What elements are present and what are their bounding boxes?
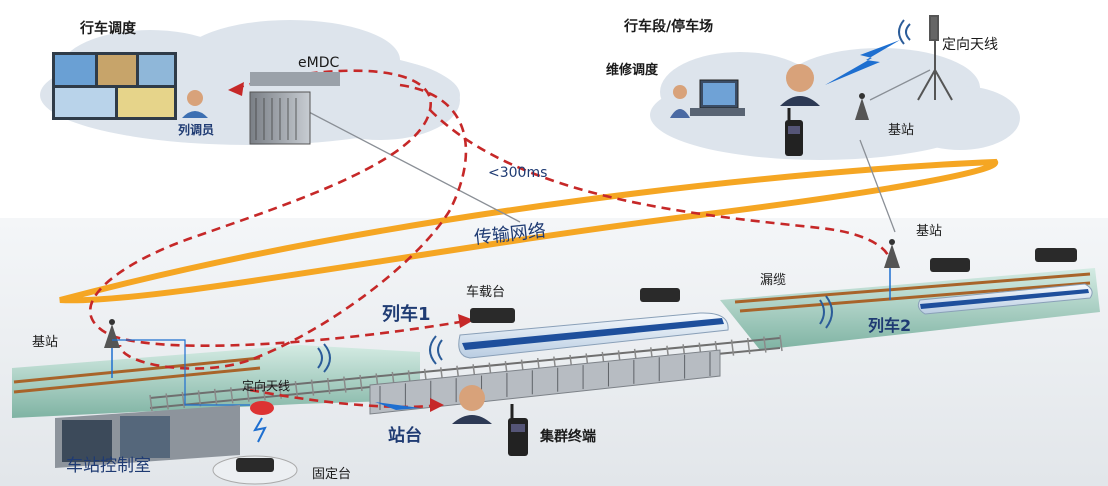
link-lines <box>304 69 931 233</box>
walkie-talkie-icon <box>508 404 528 456</box>
base-station-icon <box>855 93 869 120</box>
fixed-station-label: 固定台 <box>312 467 352 482</box>
monitor-wall-icon <box>52 52 177 120</box>
directional-antenna-top-label: 定向天线 <box>942 37 998 53</box>
walkie-talkie-icon <box>785 108 803 156</box>
call-path-arrow-left <box>228 82 244 96</box>
call-path-arrow-train <box>458 314 474 328</box>
operator-phone-icon <box>452 385 492 424</box>
train1-label: 列车1 <box>382 304 431 325</box>
emdc-label: eMDC <box>298 55 340 71</box>
vehicle-radio-icon <box>470 248 1077 323</box>
platform-canopy <box>379 352 711 410</box>
depot-label: 行车段/停车场 <box>624 19 714 35</box>
platform-icon <box>369 349 721 415</box>
dispatcher-label: 列调员 <box>178 123 215 137</box>
base-station-right-label: 基站 <box>916 224 943 239</box>
antenna-mast-icon <box>917 15 953 101</box>
trunking-terminal-label: 集群终端 <box>540 429 596 445</box>
operator-phone-icon <box>780 64 820 106</box>
directional-antenna-station-label: 定向天线 <box>242 379 291 393</box>
station-control-room-label: 车站控制室 <box>66 456 151 476</box>
maintenance-label: 维修调度 <box>606 63 659 78</box>
computer-icon <box>670 79 745 118</box>
vehicle-radio-label: 车载台 <box>466 285 506 300</box>
desk-radio-icon <box>212 455 298 485</box>
server-rack-icon <box>249 72 340 145</box>
leaky-cable-label: 漏缆 <box>760 273 787 288</box>
platform-label: 站台 <box>388 426 422 446</box>
control-room-icon <box>55 405 240 468</box>
dispatch-label: 行车调度 <box>80 21 136 37</box>
transport-network-ring <box>59 158 999 304</box>
latency-label: <300ms <box>488 165 548 181</box>
train-icon <box>917 283 1093 315</box>
wireless-flash-icon <box>375 402 420 410</box>
leaky-cable-lines <box>13 272 1091 394</box>
alarm-light-icon <box>250 401 274 443</box>
base-station-left-label: 基站 <box>32 335 59 350</box>
operator-icon <box>182 90 208 118</box>
train-icon <box>458 312 729 359</box>
radio-wave-icon <box>317 19 911 373</box>
base-station-depot-label: 基站 <box>888 123 915 138</box>
call-path-arrow-platform <box>430 398 444 412</box>
call-path-dashed <box>88 69 892 409</box>
train2-label: 列车2 <box>868 316 912 335</box>
base-station-icon <box>104 319 250 406</box>
base-station-icon <box>884 239 900 300</box>
